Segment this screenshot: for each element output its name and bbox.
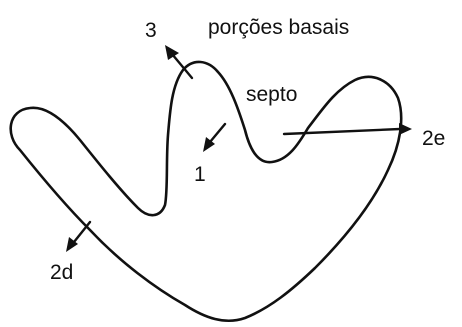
body-outline xyxy=(9,60,403,322)
arrow-2d-head xyxy=(66,237,78,252)
arrow-2e-head xyxy=(399,123,412,135)
arrow-2d-line xyxy=(72,220,92,244)
arrow-1-line xyxy=(208,122,227,144)
arrow-3-line xyxy=(170,52,194,80)
label-2d: 2d xyxy=(50,261,73,284)
label-septo: septo xyxy=(246,83,297,106)
label-2e: 2e xyxy=(422,127,445,150)
label-1: 1 xyxy=(194,163,206,186)
arrow-1-head xyxy=(203,137,215,152)
label-3: 3 xyxy=(145,19,157,42)
arrow-3-head xyxy=(165,45,179,60)
arrow-2e-line xyxy=(282,127,402,136)
label-title: porções basais xyxy=(208,16,349,39)
